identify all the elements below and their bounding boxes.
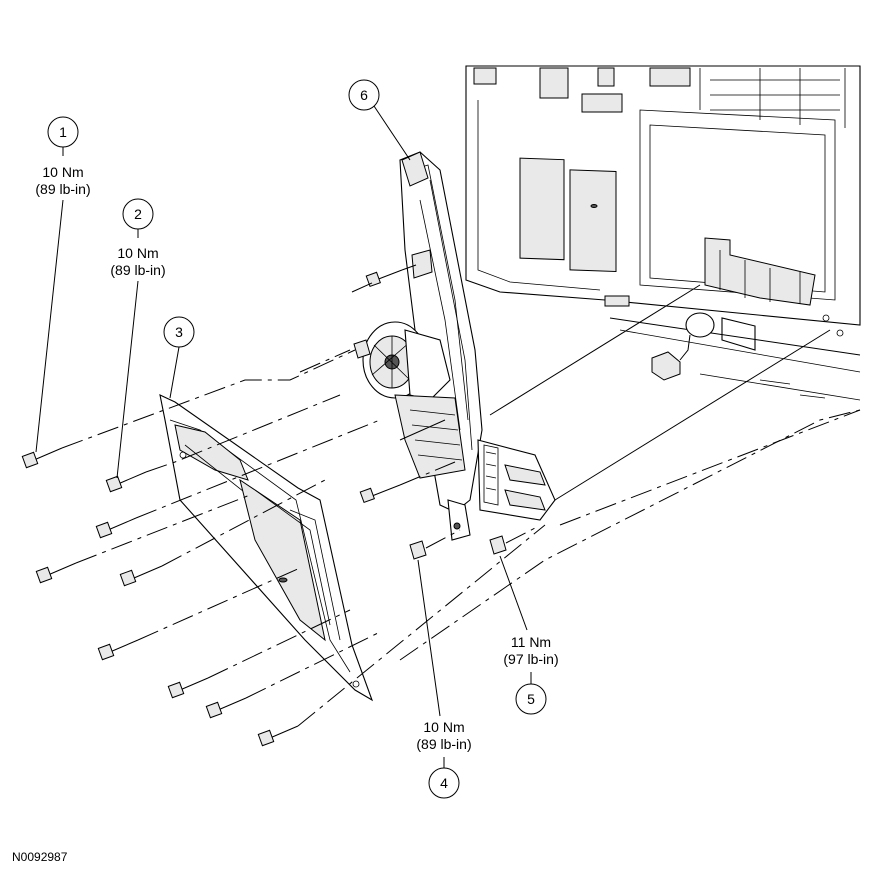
callout-2-torque-nm: 10 Nm <box>117 245 158 261</box>
callout-4: 4 10 Nm (89 lb-in) <box>416 559 472 799</box>
window-regulator-assembly <box>362 151 831 541</box>
callout-6-number: 6 <box>360 87 368 103</box>
alignment-centerlines <box>61 264 861 727</box>
callout-4-torque-nm: 10 Nm <box>423 719 464 735</box>
door-inner-panel <box>465 65 861 401</box>
bolt-2 <box>105 471 147 493</box>
callout-2-number: 2 <box>134 206 142 222</box>
figure-code: N0092987 <box>12 850 68 864</box>
callout-4-number: 4 <box>440 775 448 791</box>
callout-4-torque-lbin: (89 lb-in) <box>416 736 471 752</box>
callout-5-torque-nm: 11 Nm <box>511 634 551 650</box>
bolts-and-nuts <box>21 269 507 747</box>
callout-5-torque-lbin: (97 lb-in) <box>503 651 558 667</box>
callout-6: 6 <box>348 79 411 161</box>
callout-1-torque-nm: 10 Nm <box>42 164 83 180</box>
nut-4 <box>409 540 427 560</box>
callout-5-number: 5 <box>527 691 535 707</box>
callout-1-torque-lbin: (89 lb-in) <box>35 181 90 197</box>
nut-5 <box>489 535 507 555</box>
callout-3-number: 3 <box>175 324 183 340</box>
callout-1-number: 1 <box>59 124 67 140</box>
bolt-1 <box>21 447 63 469</box>
callout-2-torque-lbin: (89 lb-in) <box>110 262 165 278</box>
door-shield-panel <box>159 394 374 702</box>
callout-1: 1 10 Nm (89 lb-in) <box>35 116 91 453</box>
callout-2: 2 10 Nm (89 lb-in) <box>110 198 166 479</box>
callout-5: 5 11 Nm (97 lb-in) <box>499 555 559 715</box>
callout-3: 3 <box>163 316 195 399</box>
